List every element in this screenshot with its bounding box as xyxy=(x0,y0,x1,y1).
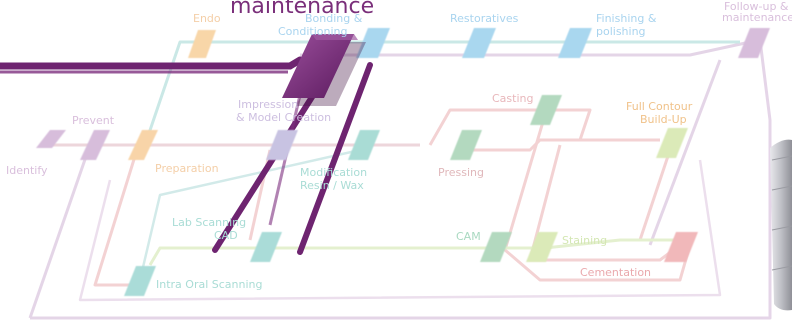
label-casting: Casting xyxy=(492,92,533,105)
device-image xyxy=(770,140,792,311)
label-identify: Identify xyxy=(6,164,48,177)
hero-tile xyxy=(282,34,366,106)
node-tile-pressing xyxy=(450,130,482,160)
label-preparation: Preparation xyxy=(155,162,219,175)
label-intraoral: Intra Oral Scanning xyxy=(156,278,263,291)
node-tile-endo xyxy=(188,30,216,58)
label-pressing: Pressing xyxy=(438,166,484,179)
label-staining: Staining xyxy=(562,234,607,247)
label-endo: Endo xyxy=(193,12,221,25)
node-tile-cementation xyxy=(664,232,698,262)
label-cam: CAM xyxy=(456,230,481,243)
label-cementation: Cementation xyxy=(580,266,651,279)
label-prevent: Prevent xyxy=(72,114,115,127)
label-followup: Follow-up &maintenance xyxy=(722,0,792,24)
label-restoratives: Restoratives xyxy=(450,12,519,25)
node-tile-intraoral xyxy=(124,266,156,296)
page-title: maintenance xyxy=(230,0,374,19)
label-finishing: Finishing &polishing xyxy=(596,12,657,38)
